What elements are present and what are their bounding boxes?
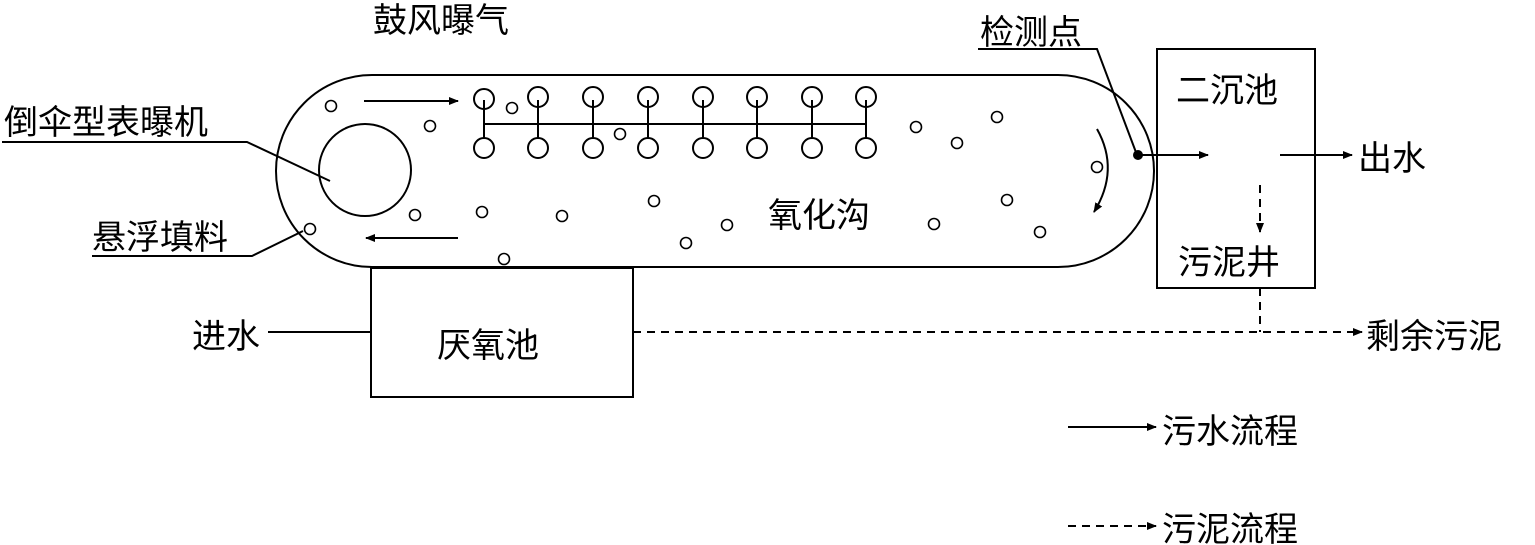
sludge-well-label: 污泥井 — [1178, 243, 1280, 283]
detection-leader-line — [978, 48, 1138, 156]
diffuser-icons — [473, 86, 877, 159]
detection-point-label: 检测点 — [980, 13, 1082, 53]
oxidation-ditch-label: 氧化沟 — [768, 196, 870, 236]
detection-point-dot — [1133, 150, 1143, 160]
secondary-clarifier-label: 二沉池 — [1176, 71, 1278, 111]
legend-sludge-label: 污泥流程 — [1162, 510, 1298, 545]
blower-aeration-label: 鼓风曝气 — [373, 1, 509, 41]
oxidation-ditch-basin — [275, 74, 1155, 268]
excess-sludge-label: 剩余污泥 — [1366, 317, 1502, 357]
filler-leader-line — [92, 230, 304, 257]
influent-label: 进水 — [192, 317, 260, 357]
aerator-leader-line — [2, 141, 331, 182]
anaerobic-tank-label: 厌氧池 — [437, 326, 539, 366]
filler-label: 悬浮填料 — [92, 218, 228, 258]
secondary-clarifier-box — [1156, 48, 1316, 289]
filler-particles — [303, 99, 1104, 266]
legend-sewage-label: 污水流程 — [1162, 412, 1298, 452]
aerator-icon — [318, 123, 412, 217]
effluent-label: 出水 — [1358, 139, 1426, 179]
flow-arrow-curve — [1093, 128, 1109, 213]
aerator-label: 倒伞型表曝机 — [4, 103, 208, 143]
